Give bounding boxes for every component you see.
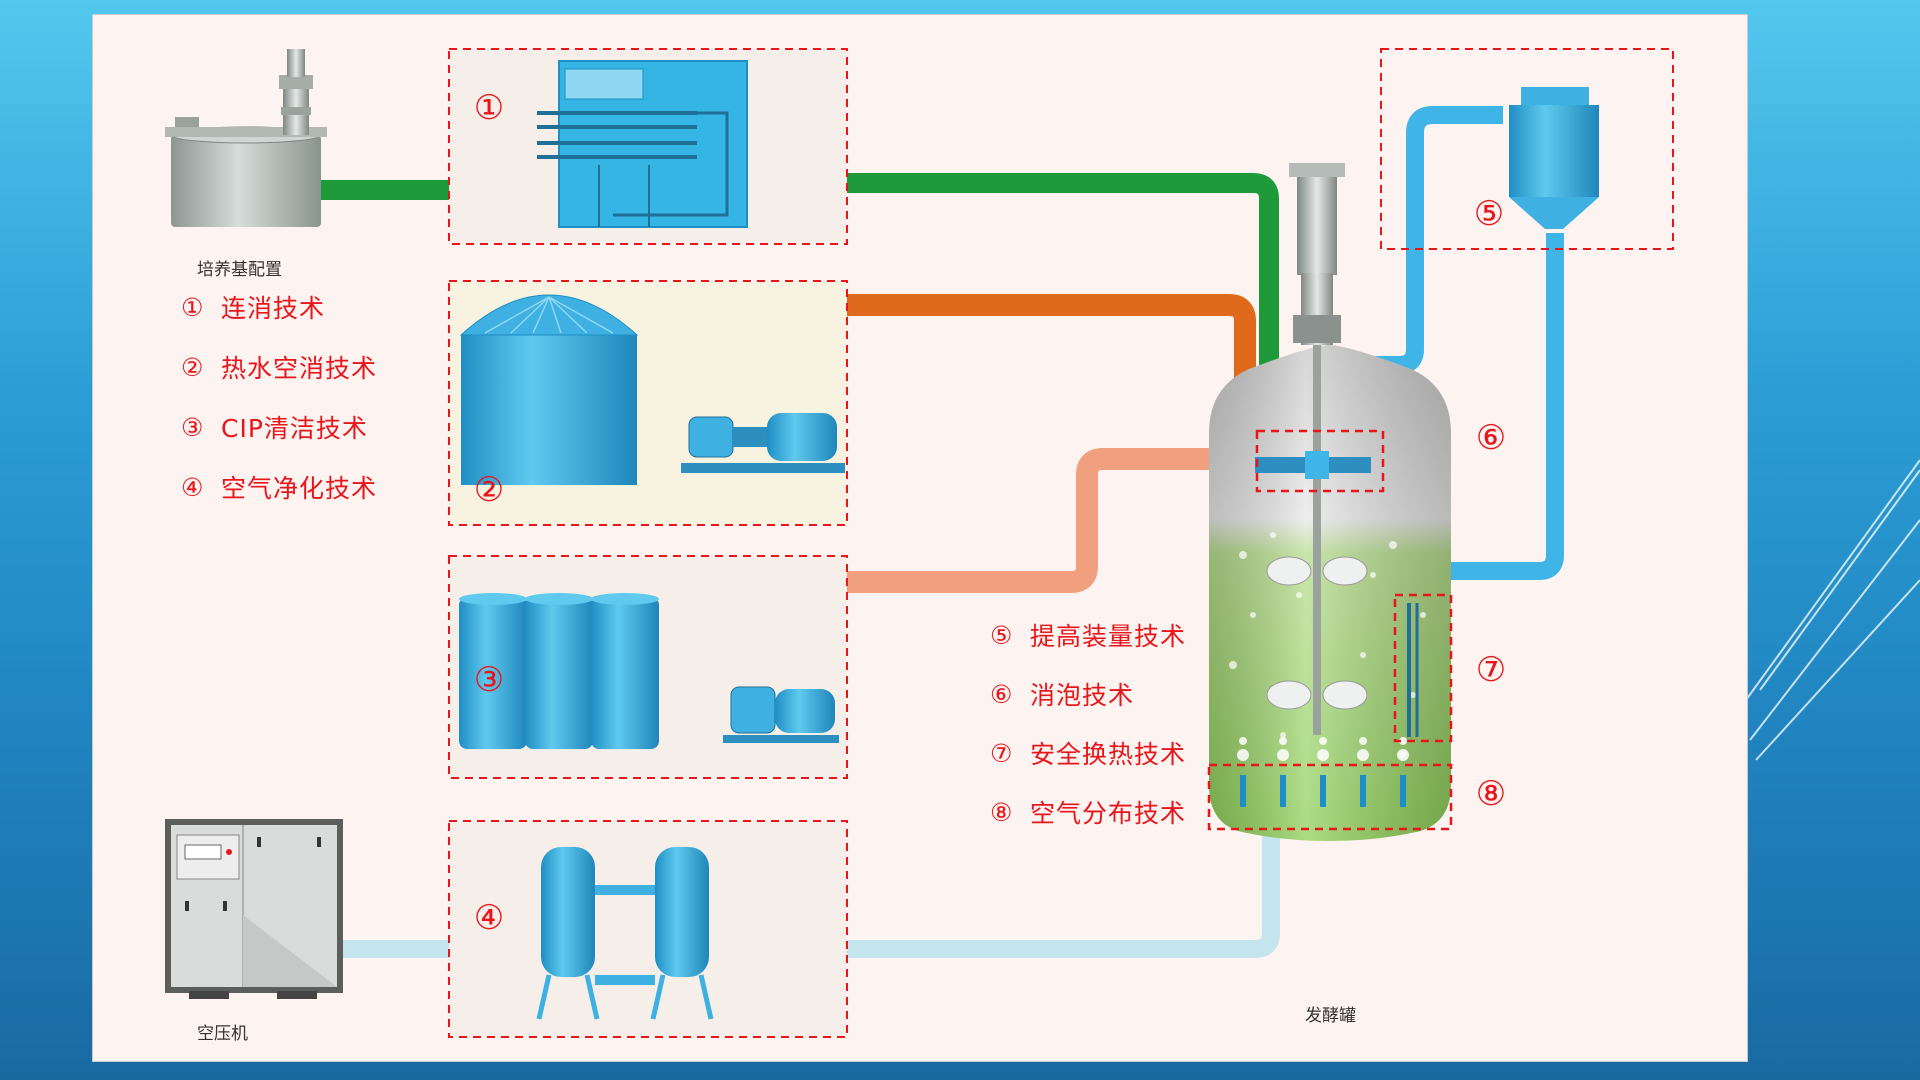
legend-num: ⑧ <box>990 797 1014 827</box>
label-medium-prep: 培养基配置 <box>197 260 282 280</box>
air-pipe <box>343 819 1280 958</box>
box-4-outline <box>448 820 848 1038</box>
diagram-panel: 培养基配置 空压机 发酵罐 ① 连消技术 ② 热水空消技术 ③ CIP清洁技术 … <box>92 14 1748 1062</box>
marker-2: ② <box>473 470 505 510</box>
legend-text: 空气分布技术 <box>1030 799 1187 828</box>
legend-num: ① <box>181 292 205 322</box>
cip-tanks <box>459 593 659 749</box>
legend-text: 连消技术 <box>221 294 326 323</box>
legend-text: 消泡技术 <box>1030 681 1135 710</box>
blue-pipe <box>1341 106 1564 580</box>
legend-right: ⑤ 提高装量技术 ⑥ 消泡技术 ⑦ 安全换热技术 ⑧ 空气分布技术 <box>990 621 1186 857</box>
legend-item-3: ③ CIP清洁技术 <box>181 412 377 444</box>
legend-num: ⑦ <box>990 738 1014 768</box>
fermenter-tank <box>1209 163 1451 841</box>
legend-item-1: ① 连消技术 <box>181 292 377 324</box>
cyclone-separator <box>1509 87 1599 229</box>
legend-left: ① 连消技术 ② 热水空消技术 ③ CIP清洁技术 ④ 空气净化技术 <box>181 293 377 533</box>
cip-pump <box>723 686 839 743</box>
green-pipe <box>311 173 1279 383</box>
marker-3: ③ <box>473 660 505 700</box>
continuous-sterilizer <box>537 60 748 228</box>
box-5-outline <box>1380 48 1674 250</box>
marker-6: ⑥ <box>1475 418 1507 458</box>
medium-prep-tank <box>165 49 327 227</box>
legend-item-6: ⑥ 消泡技术 <box>990 679 1186 711</box>
label-fermenter: 发酵罐 <box>1305 1006 1356 1026</box>
marker-4: ④ <box>473 898 505 938</box>
legend-item-5: ⑤ 提高装量技术 <box>990 620 1186 652</box>
legend-text: 提高装量技术 <box>1030 622 1187 651</box>
legend-text: CIP清洁技术 <box>221 414 368 443</box>
box-6-outline <box>1255 429 1385 493</box>
legend-num: ⑥ <box>990 679 1014 709</box>
marker-5: ⑤ <box>1473 194 1505 234</box>
label-air-compressor: 空压机 <box>197 1024 248 1044</box>
legend-num: ④ <box>181 472 205 502</box>
legend-num: ③ <box>181 412 205 442</box>
legend-item-7: ⑦ 安全换热技术 <box>990 738 1186 770</box>
legend-num: ② <box>181 352 205 382</box>
air-filters <box>536 847 714 1020</box>
legend-text: 安全换热技术 <box>1030 740 1187 769</box>
legend-item-4: ④ 空气净化技术 <box>181 472 377 504</box>
legend-text: 空气净化技术 <box>221 474 378 503</box>
air-compressor <box>165 819 343 999</box>
legend-item-8: ⑧ 空气分布技术 <box>990 797 1186 829</box>
box-7-outline <box>1393 593 1453 743</box>
marker-7: ⑦ <box>1475 650 1507 690</box>
marker-8: ⑧ <box>1475 774 1507 814</box>
box-8-outline <box>1207 763 1453 831</box>
hot-water-pump <box>681 413 845 473</box>
process-diagram <box>165 48 1674 1038</box>
legend-num: ⑤ <box>990 620 1014 650</box>
marker-1: ① <box>473 88 505 128</box>
hot-water-tank <box>459 294 639 485</box>
legend-item-2: ② 热水空消技术 <box>181 352 377 384</box>
legend-text: 热水空消技术 <box>221 354 378 383</box>
